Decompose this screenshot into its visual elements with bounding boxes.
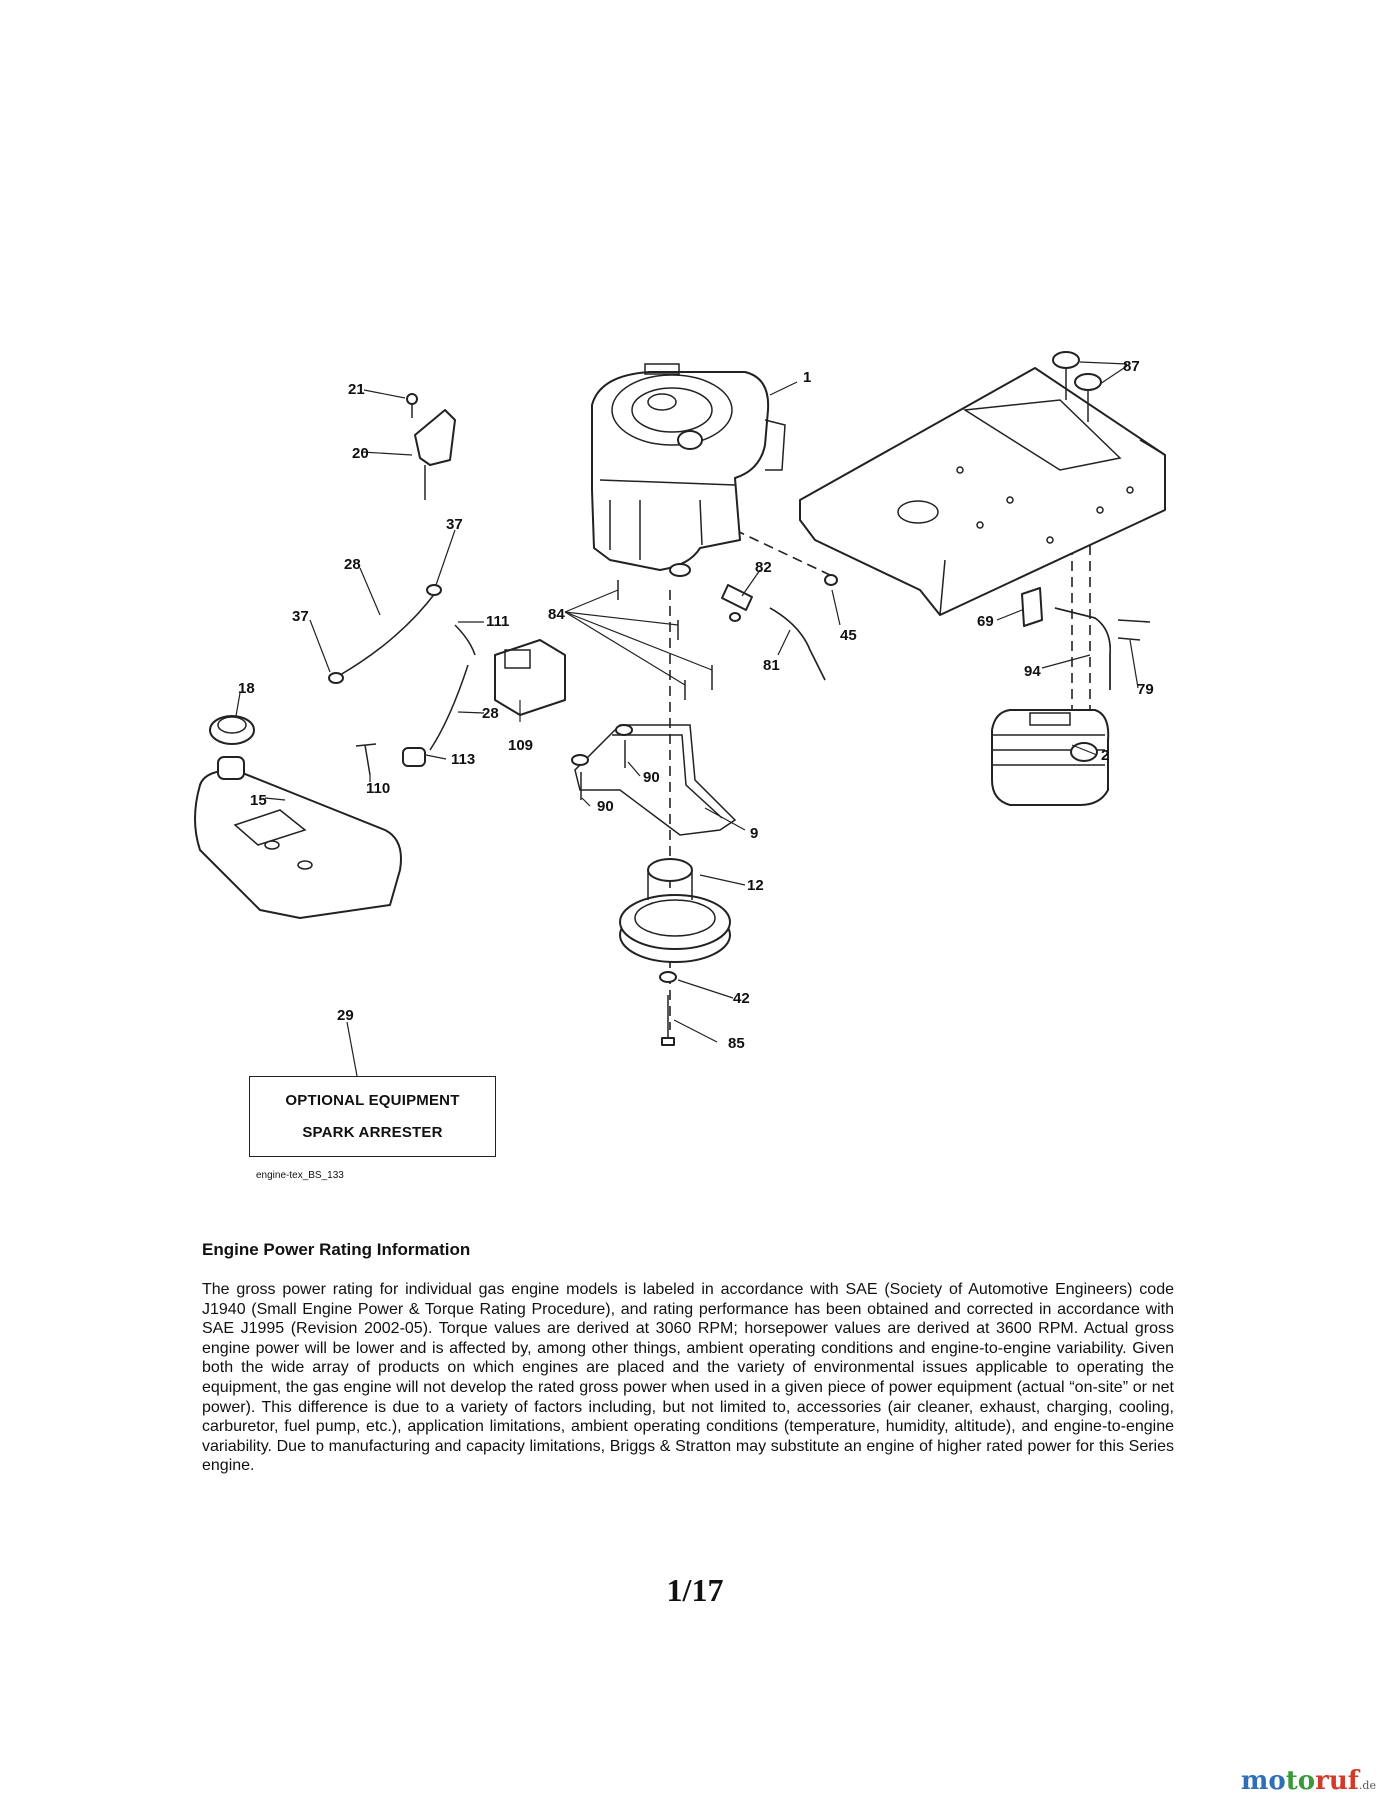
callout-12: 12	[747, 877, 764, 894]
optional-equipment-label: OPTIONAL EQUIPMENT	[285, 1092, 460, 1110]
pulley-12-part	[619, 858, 731, 963]
fuel-filter-109-part	[494, 639, 566, 716]
callout-20: 20	[352, 445, 369, 462]
callout-113: 113	[451, 751, 475, 768]
fitting-110-part	[355, 743, 377, 776]
nut-45-part	[824, 574, 838, 586]
screw-79-part	[1117, 619, 1151, 641]
callout-2: 2	[1101, 747, 1109, 764]
callout-84: 84	[548, 606, 565, 623]
exhaust-pipe-94-part	[1054, 607, 1111, 690]
callout-109: 109	[508, 737, 533, 754]
callout-82: 82	[755, 559, 772, 576]
callout-9: 9	[750, 825, 758, 842]
fuel-cap-18-part	[209, 715, 255, 745]
fuel-line-part	[328, 584, 476, 751]
callout-18: 18	[238, 680, 255, 697]
callout-79: 79	[1137, 681, 1154, 698]
callout-15: 15	[250, 792, 267, 809]
callout-110: 110	[366, 780, 390, 797]
callout-94: 94	[1024, 663, 1041, 680]
spark-arrester-label: SPARK ARRESTER	[302, 1123, 443, 1141]
hose-81-part	[769, 607, 826, 681]
gasket-69-part	[1021, 587, 1043, 627]
page-number: 1/17	[666, 1572, 724, 1608]
callout-labels: 1 87 21 20 37 28 37 111 84 82 45 81 69 9…	[238, 358, 1154, 1052]
callout-29: 29	[337, 1007, 354, 1024]
bolt-90-part	[580, 740, 626, 800]
callout-81: 81	[763, 657, 780, 674]
section-body: The gross power rating for individual ga…	[202, 1281, 1174, 1475]
bolt-84-part	[617, 580, 713, 700]
bolt-85-part	[661, 995, 675, 1046]
washer-42-part	[659, 971, 677, 983]
optional-equipment-box: OPTIONAL EQUIPMENT SPARK ARRESTER	[249, 1076, 496, 1157]
section-title: Engine Power Rating Information	[202, 1240, 471, 1259]
callout-90a: 90	[643, 769, 660, 786]
callout-42: 42	[733, 990, 750, 1007]
engine-part	[591, 363, 786, 577]
belt-guide-9-part	[571, 724, 737, 836]
callout-111: 111	[486, 613, 509, 630]
fitting-82-part	[721, 584, 753, 622]
callout-85: 85	[728, 1035, 745, 1052]
throttle-bracket-part	[406, 393, 456, 500]
callout-28b: 28	[482, 705, 499, 722]
callout-21: 21	[348, 381, 365, 398]
figure-id: engine-tex_BS_133	[256, 1170, 344, 1181]
callout-28a: 28	[344, 556, 361, 573]
clamp-113-part	[402, 747, 426, 767]
callout-37b: 37	[292, 608, 309, 625]
callout-37a: 37	[446, 516, 463, 533]
chassis-frame-part	[799, 367, 1166, 616]
muffler-part	[991, 709, 1110, 806]
callout-69: 69	[977, 613, 994, 630]
callout-87: 87	[1123, 358, 1140, 375]
callout-90b: 90	[597, 798, 614, 815]
watermark-logo: motoruf.de	[1240, 1766, 1376, 1796]
callout-1: 1	[803, 369, 811, 386]
fuel-tank-15-part	[194, 756, 402, 919]
leader-lines	[235, 361, 1139, 1077]
bolt-87-part	[1052, 351, 1102, 422]
callout-45: 45	[840, 627, 857, 644]
